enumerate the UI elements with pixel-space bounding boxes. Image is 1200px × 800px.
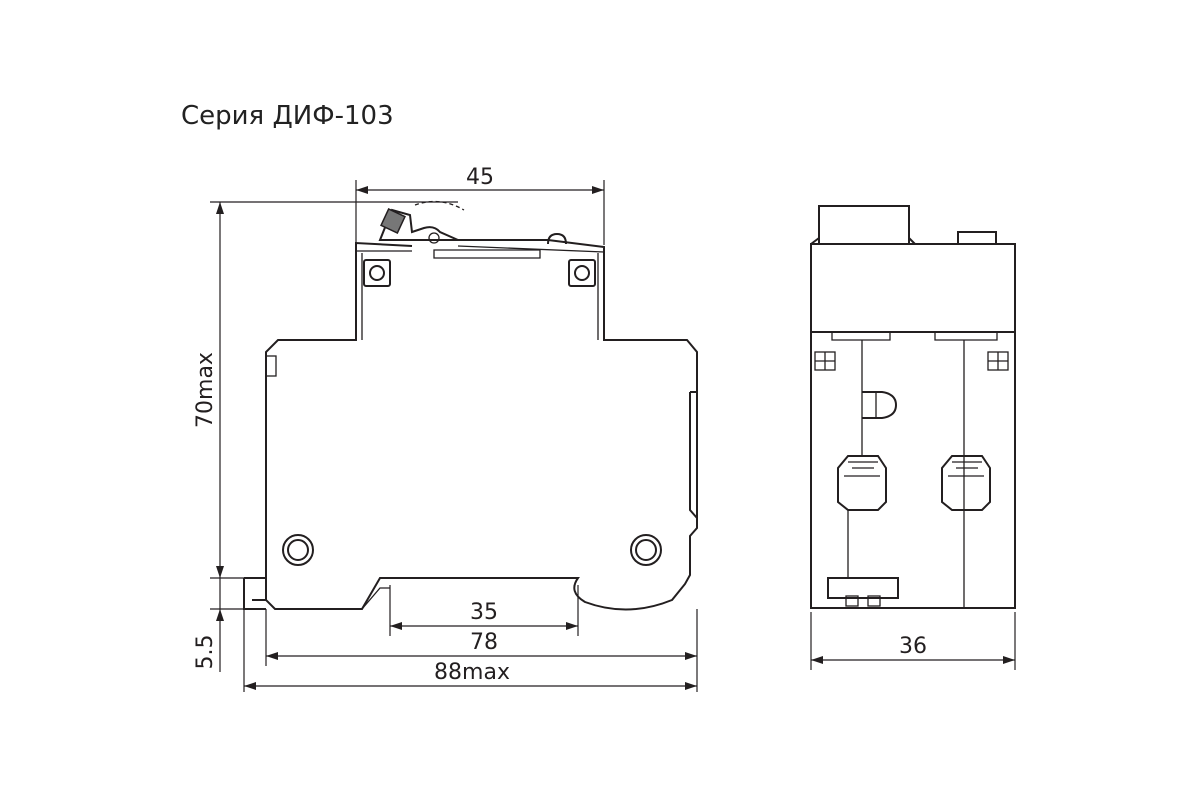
left-slot xyxy=(265,355,277,377)
dim-88max-label: 88max xyxy=(434,660,510,685)
lower-left-screw xyxy=(282,534,314,566)
lower-right-screw xyxy=(630,534,662,566)
upper-right-hole xyxy=(568,259,596,287)
front-body-outline xyxy=(265,250,698,611)
upper-left-hole-circle xyxy=(369,265,385,281)
dim-5-5-label: 5.5 xyxy=(193,635,218,670)
dim-36: 36 xyxy=(810,612,1016,670)
dim-78-label: 78 xyxy=(470,630,498,655)
dim-45-label: 45 xyxy=(466,165,494,190)
dim-70max-label: 70max xyxy=(193,352,218,428)
side-left-terminal xyxy=(837,455,887,578)
dim-70max: 70max xyxy=(193,201,458,579)
dim-78: 78 xyxy=(265,609,698,692)
upper-left-hole xyxy=(363,259,391,287)
front-window xyxy=(433,249,541,259)
indicator-bump xyxy=(547,232,567,245)
dim-45: 45 xyxy=(355,165,605,245)
dim-36-label: 36 xyxy=(899,634,927,659)
front-view xyxy=(243,200,698,611)
side-view xyxy=(810,205,1016,609)
rail-clip xyxy=(243,577,266,610)
series-title: Серия ДИФ-103 xyxy=(181,101,394,131)
side-handle-block xyxy=(818,205,910,245)
dim-88max: 88max xyxy=(243,609,697,692)
front-top-inner xyxy=(356,245,605,340)
side-bottom-clip xyxy=(827,577,899,599)
upper-right-hole-circle xyxy=(574,265,590,281)
dim-35: 35 xyxy=(389,585,579,636)
toggle-handle xyxy=(378,200,465,244)
side-indicator xyxy=(957,231,997,245)
side-right-terminal xyxy=(941,455,991,511)
dim-35-label: 35 xyxy=(470,600,498,625)
side-body xyxy=(810,243,1016,609)
right-rib xyxy=(689,391,698,519)
dim-5-5: 5.5 xyxy=(193,578,244,672)
